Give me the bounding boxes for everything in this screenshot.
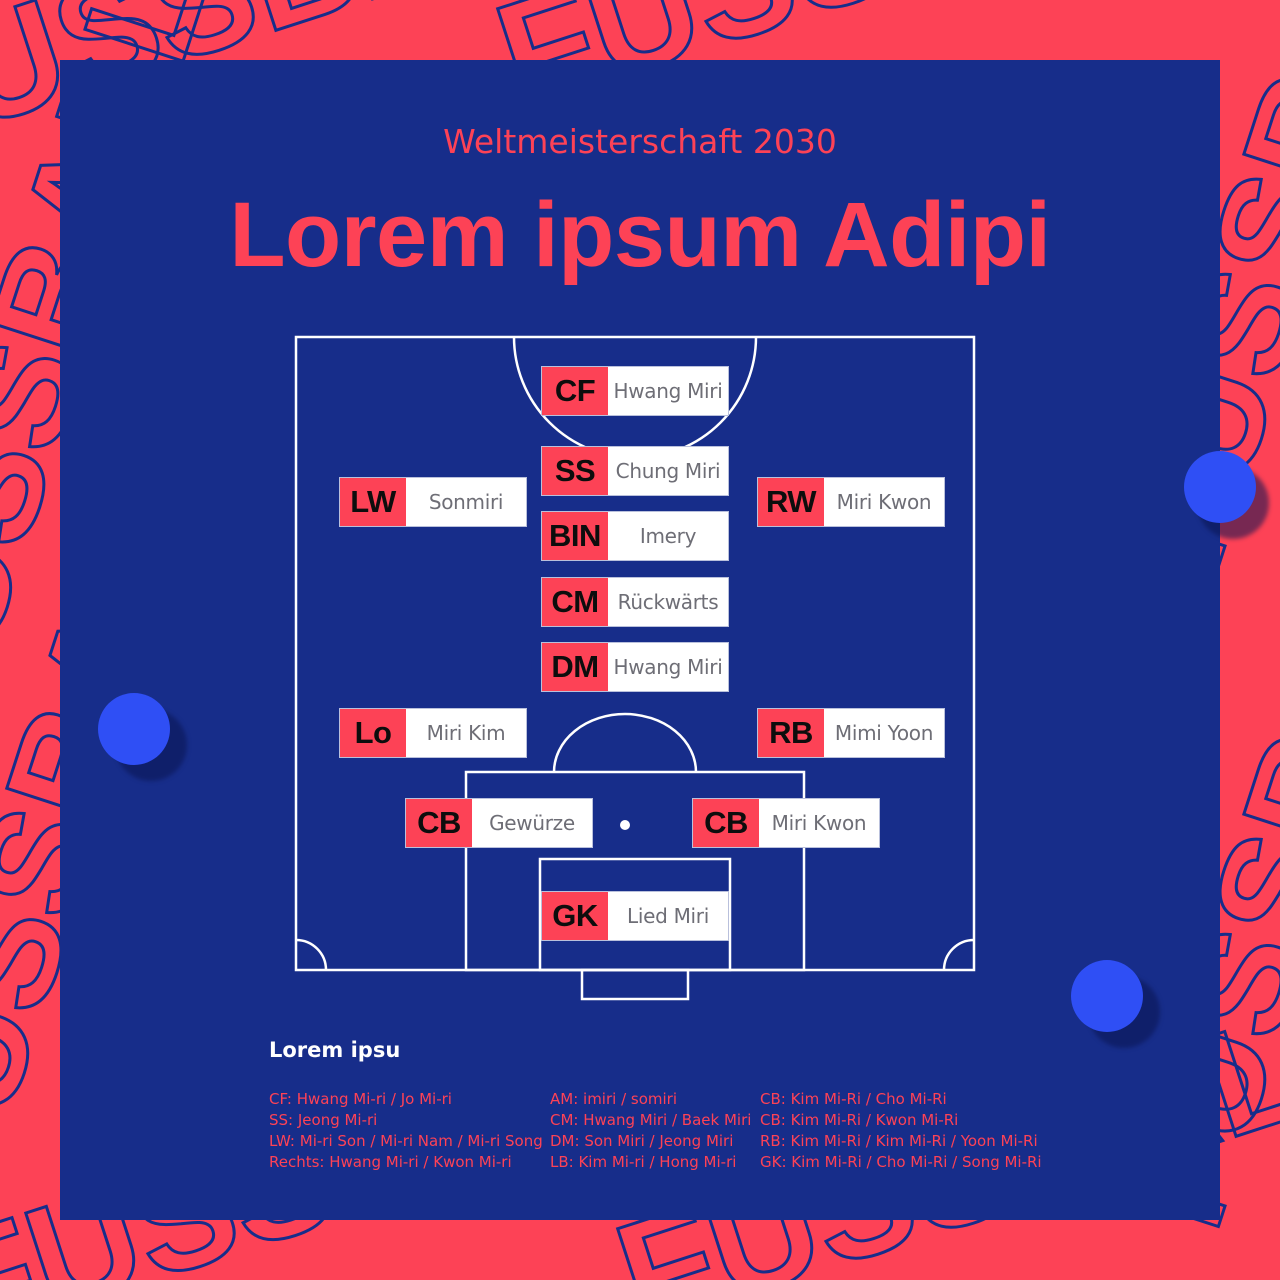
player-name: Rückwärts xyxy=(617,590,719,614)
player-card-gk[interactable]: GK Lied Miri xyxy=(541,891,729,941)
legend-title: Lorem ipsu xyxy=(269,1038,401,1062)
legend-item: LW: Mi-ri Son / Mi-ri Nam / Mi-ri Song xyxy=(269,1132,543,1150)
legend-item: GK: Kim Mi-Ri / Cho Mi-Ri / Song Mi-Ri xyxy=(760,1153,1042,1171)
position-label: CF xyxy=(542,367,608,415)
player-card-dm[interactable]: DM Hwang Miri xyxy=(541,642,729,692)
page-title: Lorem ipsum Adipi xyxy=(229,184,1051,286)
legend-item: CB: Kim Mi-Ri / Kwon Mi-Ri xyxy=(760,1111,959,1129)
player-name: Miri Kim xyxy=(426,721,506,745)
player-card-rw[interactable]: RW Miri Kwon xyxy=(757,477,945,527)
event-subtitle: Weltmeisterschaft 2030 xyxy=(443,122,837,161)
position-label: RW xyxy=(758,478,824,526)
player-name: Miri Kwon xyxy=(771,811,867,835)
legend-item: CM: Hwang Miri / Baek Miri xyxy=(550,1111,752,1129)
position-label: RB xyxy=(758,709,824,757)
player-card-rb[interactable]: RB Mimi Yoon xyxy=(757,708,945,758)
decorative-dot-bottom-right xyxy=(1071,960,1143,1032)
goal xyxy=(580,968,690,1001)
player-name: Imery xyxy=(639,524,697,548)
player-name: Hwang Miri xyxy=(613,655,723,679)
legend-column-1: CF: Hwang Mi-ri / Jo Mi-ri SS: Jeong Mi-… xyxy=(269,1089,543,1173)
legend-column-3: CB: Kim Mi-Ri / Cho Mi-Ri CB: Kim Mi-Ri … xyxy=(760,1089,1042,1173)
legend-item: DM: Son Miri / Jeong Miri xyxy=(550,1132,734,1150)
player-name: Lied Miri xyxy=(627,904,709,928)
player-card-cb-left[interactable]: CB Gewürze xyxy=(405,798,593,848)
player-card-lo[interactable]: Lo Miri Kim xyxy=(339,708,527,758)
player-name: Miri Kwon xyxy=(836,490,932,514)
player-name: Gewürze xyxy=(489,811,575,835)
legend-column-2: AM: imiri / somiri CM: Hwang Miri / Baek… xyxy=(550,1089,751,1173)
player-name: Sonmiri xyxy=(428,490,504,514)
decorative-dot-right xyxy=(1184,451,1256,523)
position-label: SS xyxy=(542,447,608,495)
player-card-lw[interactable]: LW Sonmiri xyxy=(339,477,527,527)
legend-item: CB: Kim Mi-Ri / Cho Mi-Ri xyxy=(760,1090,947,1108)
player-card-cm[interactable]: CM Rückwärts xyxy=(541,577,729,627)
position-label: DM xyxy=(542,643,608,691)
decorative-dot-left xyxy=(98,693,170,765)
position-label: CB xyxy=(406,799,472,847)
legend-item: Rechts: Hwang Mi-ri / Kwon Mi-ri xyxy=(269,1153,512,1171)
main-panel xyxy=(60,60,1220,1220)
player-name: Chung Miri xyxy=(615,459,721,483)
position-label: LW xyxy=(340,478,406,526)
legend-item: CF: Hwang Mi-ri / Jo Mi-ri xyxy=(269,1090,452,1108)
position-label: CB xyxy=(693,799,759,847)
position-label: BIN xyxy=(542,512,608,560)
player-card-cb-right[interactable]: CB Miri Kwon xyxy=(692,798,880,848)
legend-item: RB: Kim Mi-Ri / Kim Mi-Ri / Yoon Mi-Ri xyxy=(760,1132,1038,1150)
player-card-ss[interactable]: SS Chung Miri xyxy=(541,446,729,496)
corner-arc-right xyxy=(942,938,975,971)
player-name: Mimi Yoon xyxy=(834,721,934,745)
player-card-bin[interactable]: BIN Imery xyxy=(541,511,729,561)
position-label: GK xyxy=(542,892,608,940)
penalty-spot xyxy=(620,820,630,830)
legend-item: LB: Kim Mi-ri / Hong Mi-ri xyxy=(550,1153,737,1171)
position-label: CM xyxy=(542,578,608,626)
player-card-cf[interactable]: CF Hwang Miri xyxy=(541,366,729,416)
legend-item: SS: Jeong Mi-ri xyxy=(269,1111,378,1129)
corner-arc-left xyxy=(295,938,328,971)
legend-item: AM: imiri / somiri xyxy=(550,1090,678,1108)
position-label: Lo xyxy=(340,709,406,757)
player-name: Hwang Miri xyxy=(613,379,723,403)
penalty-arc xyxy=(552,712,698,773)
